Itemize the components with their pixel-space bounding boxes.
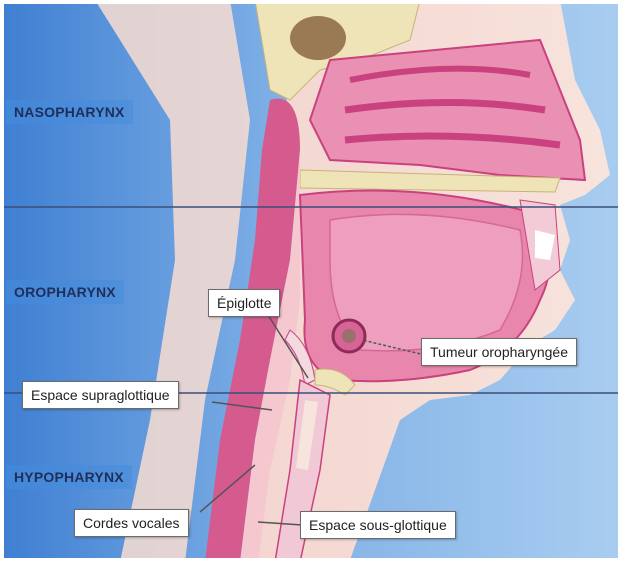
callout-supraglottique: Espace supraglottique <box>22 381 179 409</box>
callout-tumeur: Tumeur oropharyngée <box>421 338 577 366</box>
sphenoid-sinus <box>290 16 346 60</box>
region-label-nasopharynx: NASOPHARYNX <box>6 100 133 124</box>
callout-sous-glottique: Espace sous-glottique <box>300 511 456 539</box>
tumour-core <box>342 329 356 343</box>
callout-epiglotte: Épiglotte <box>208 289 280 317</box>
callout-cordes: Cordes vocales <box>74 509 189 537</box>
region-label-oropharynx: OROPHARYNX <box>6 280 124 304</box>
region-label-hypopharynx: HYPOPHARYNX <box>6 465 132 489</box>
